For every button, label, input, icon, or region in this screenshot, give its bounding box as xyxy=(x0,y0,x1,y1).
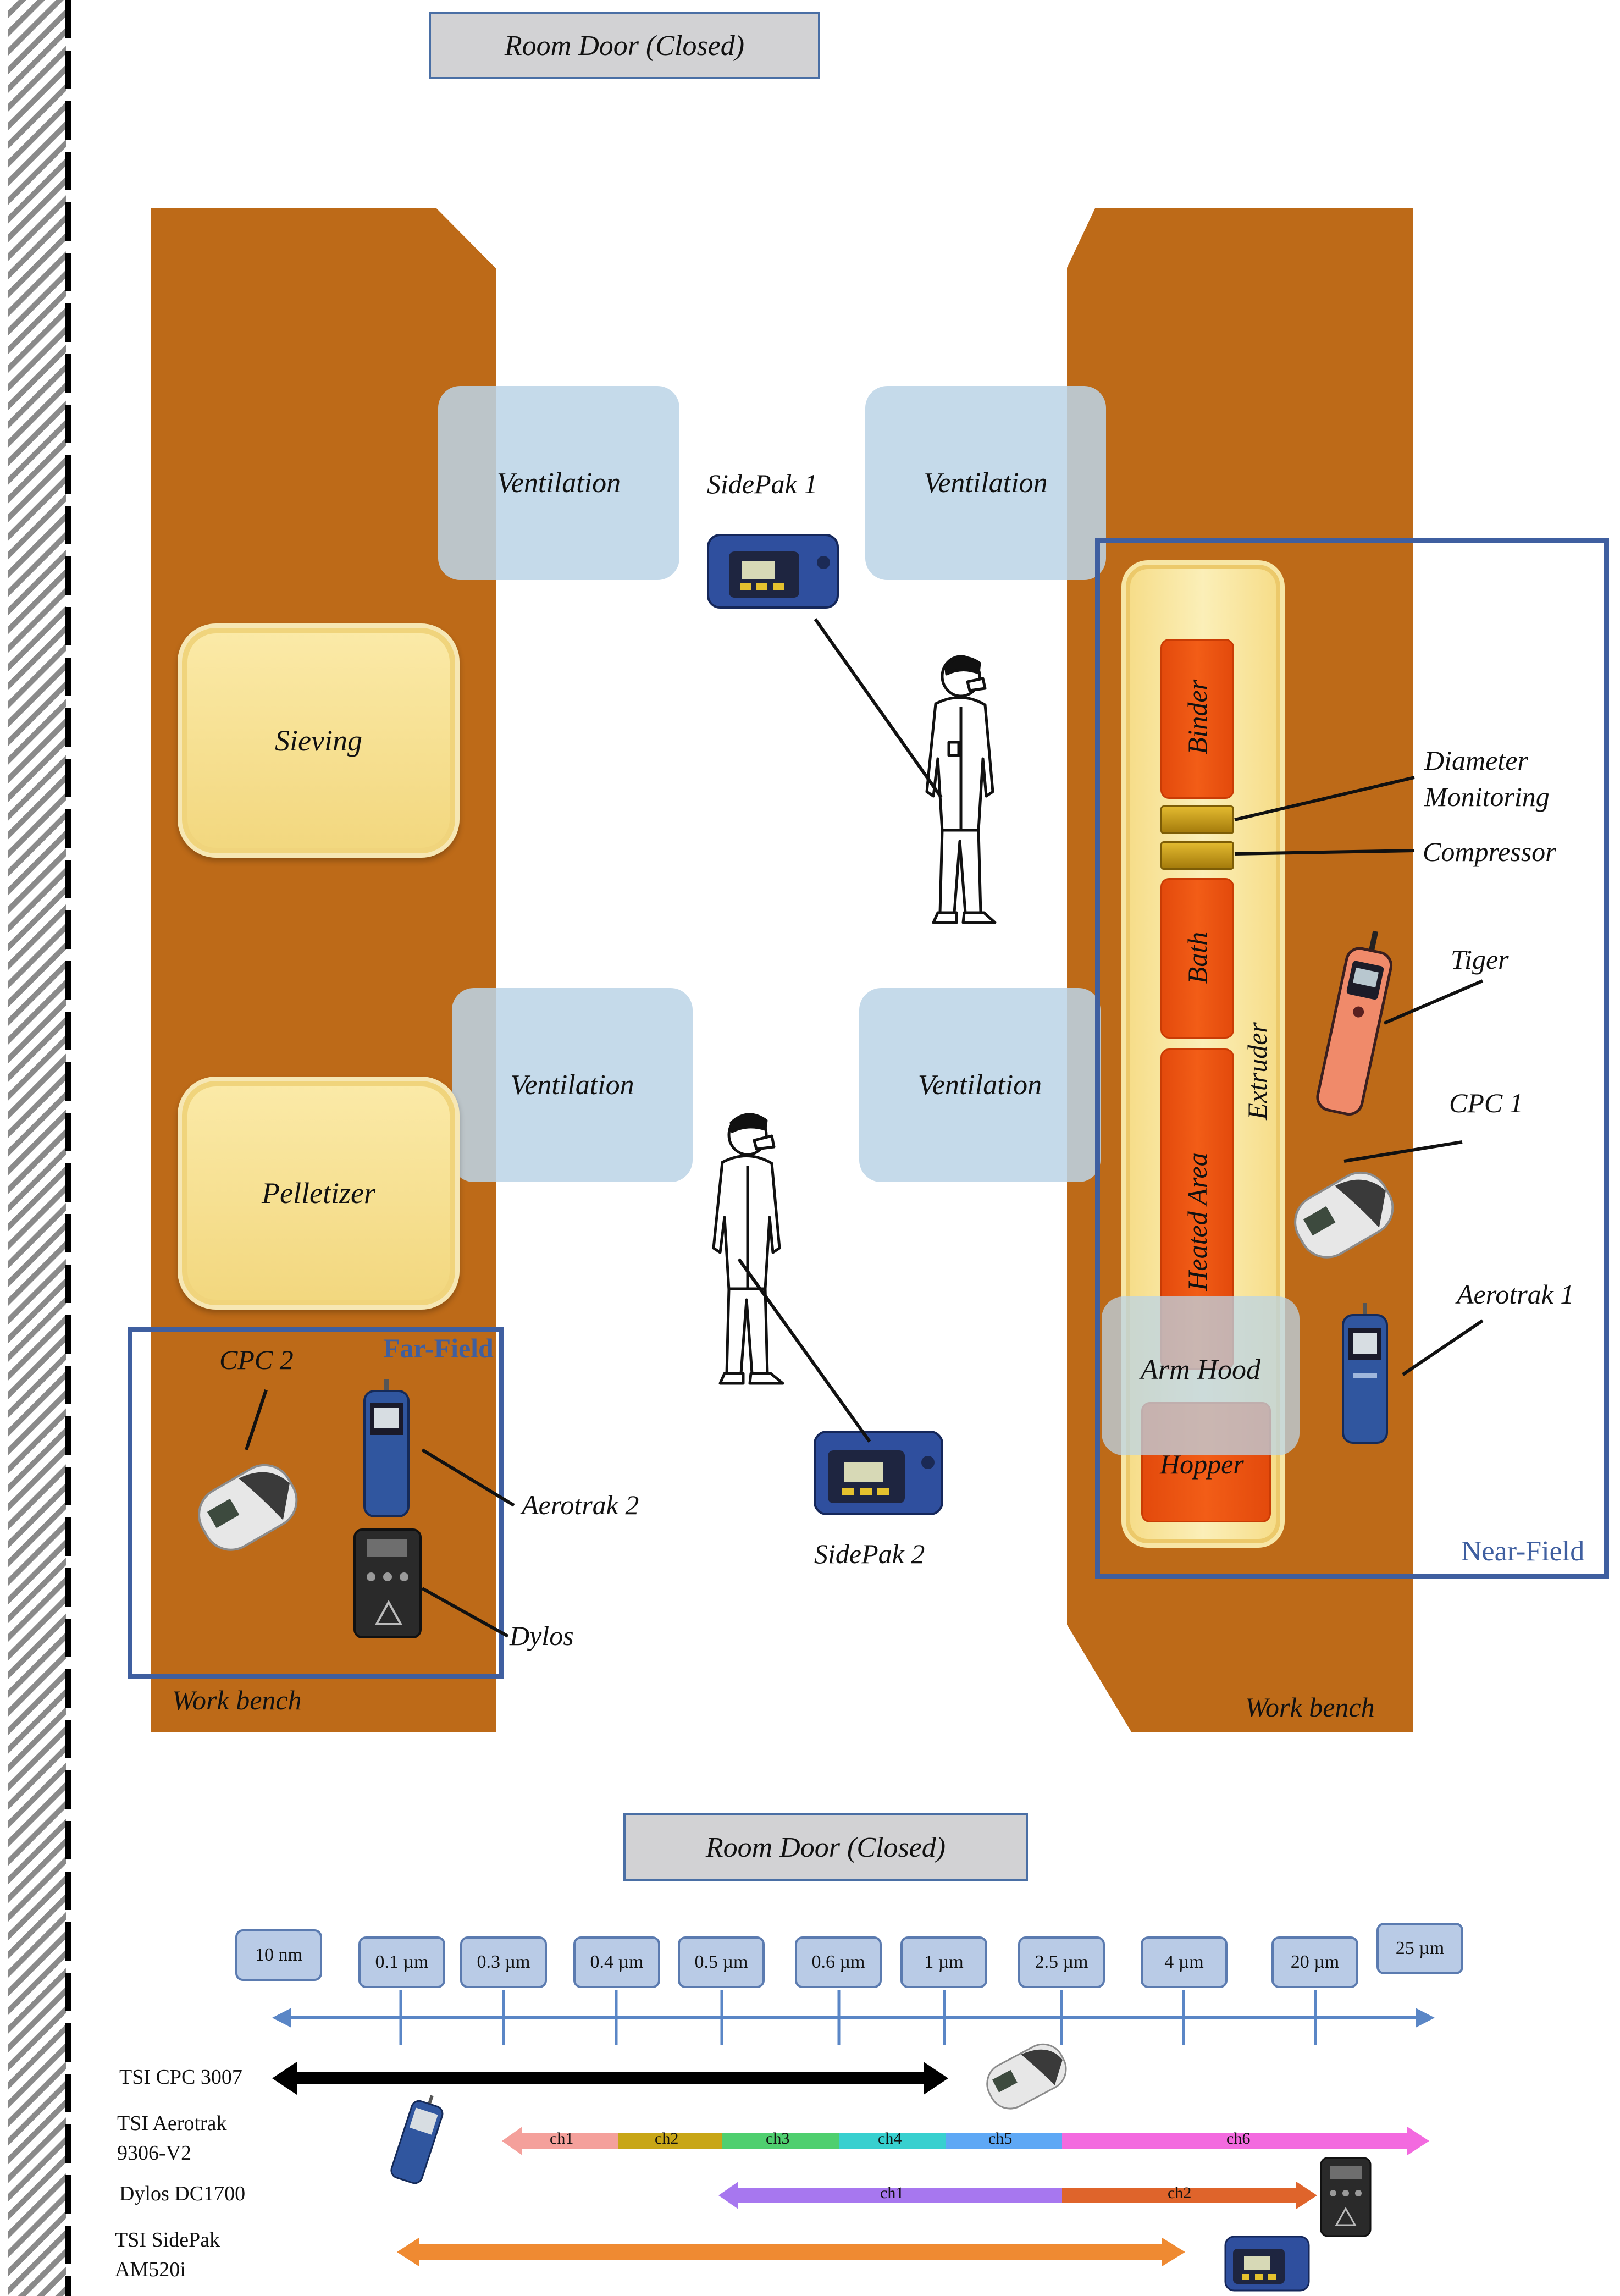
sidepak-thumb-icon xyxy=(1224,2236,1310,2292)
dylos-thumb-icon xyxy=(1320,2157,1372,2237)
left-work-bench-label: Work bench xyxy=(172,1685,302,1715)
tick-4um: 4 µm xyxy=(1141,1936,1228,1988)
sidepak-2-label: SidePak 2 xyxy=(814,1538,925,1569)
sieving-station: Sieving xyxy=(178,623,460,858)
tick-10nm: 10 nm xyxy=(235,1929,322,1981)
tick-0-6um: 0.6 µm xyxy=(795,1936,882,1988)
ventilation-top-right-label: Ventilation xyxy=(924,467,1048,499)
aerotrak-2-device-icon xyxy=(363,1379,410,1517)
aerotrak-ch2-label: ch2 xyxy=(655,2129,679,2148)
range-label-dylos: Dylos DC1700 xyxy=(119,2182,246,2205)
diameter-monitoring-label-line2: Monitoring xyxy=(1424,781,1550,812)
arm-hood-label: Arm Hood xyxy=(1140,1354,1261,1386)
sidepak-2-device-icon xyxy=(814,1431,943,1515)
cpc-thumb-icon xyxy=(986,2043,1067,2110)
ventilation-top-right: Ventilation xyxy=(865,386,1106,580)
diameter-monitor-block xyxy=(1160,805,1234,834)
near-field-zone xyxy=(1095,538,1609,1579)
tick-0-1um: 0.1 µm xyxy=(358,1936,445,1988)
aerotrak-1-label: Aerotrak 1 xyxy=(1457,1279,1574,1310)
ventilation-bottom-right: Ventilation xyxy=(859,988,1101,1182)
aerotrak-ch4-label: ch4 xyxy=(878,2129,902,2148)
arm-hood: Arm Hood xyxy=(1102,1296,1300,1455)
aerotrak-thumb-icon xyxy=(390,2095,444,2184)
ventilation-top-left: Ventilation xyxy=(438,386,679,580)
cpc-range-bar xyxy=(272,2062,948,2095)
far-field-zone xyxy=(128,1327,504,1679)
pelletizer-station: Pelletizer xyxy=(178,1077,460,1310)
aerotrak-ch6-label: ch6 xyxy=(1226,2129,1251,2148)
tick-1um: 1 µm xyxy=(900,1936,987,1988)
sidepak-range-bar xyxy=(397,2238,1185,2266)
pelletizer-label: Pelletizer xyxy=(262,1177,375,1210)
aerotrak-ch5-label: ch5 xyxy=(988,2129,1013,2148)
ventilation-bottom-left-label: Ventilation xyxy=(510,1069,634,1101)
aerotrak-ch1-label: ch1 xyxy=(550,2129,574,2148)
range-label-cpc: TSI CPC 3007 xyxy=(119,2066,242,2089)
tick-0-3um: 0.3 µm xyxy=(460,1936,547,1988)
top-room-door: Room Door (Closed) xyxy=(429,12,820,79)
worker-1-figure xyxy=(925,655,997,924)
far-field-label: Far-Field xyxy=(383,1333,494,1364)
worker-2-figure xyxy=(712,1113,784,1385)
hatched-wall xyxy=(8,0,71,2296)
range-label-sidepak-line2: AM520i xyxy=(115,2258,186,2281)
compressor-label: Compressor xyxy=(1423,836,1556,867)
aerotrak-2-label: Aerotrak 2 xyxy=(522,1489,639,1520)
bottom-room-door: Room Door (Closed) xyxy=(623,1813,1028,1881)
compressor-block xyxy=(1160,841,1234,870)
size-scale-axis xyxy=(272,1990,1435,2045)
cpc-2-device-icon xyxy=(198,1464,298,1551)
aerotrak-ch3-label: ch3 xyxy=(766,2129,790,2148)
sidepak-1-device-icon xyxy=(707,534,839,609)
ventilation-top-left-label: Ventilation xyxy=(496,467,621,499)
cpc-2-label: CPC 2 xyxy=(219,1344,294,1375)
tick-20um: 20 µm xyxy=(1271,1936,1358,1988)
sieving-label: Sieving xyxy=(275,724,362,757)
bath-segment xyxy=(1160,878,1234,1039)
dylos-range-bar xyxy=(718,2182,1317,2209)
aerotrak-1-device-icon xyxy=(1342,1303,1388,1444)
near-field-label: Near-Field xyxy=(1461,1536,1585,1567)
tick-0-4um: 0.4 µm xyxy=(573,1936,660,1988)
tiger-label: Tiger xyxy=(1451,944,1509,975)
range-bars xyxy=(272,2062,1429,2266)
ventilation-bottom-left: Ventilation xyxy=(452,988,693,1182)
dylos-ch1-label: ch1 xyxy=(880,2184,904,2202)
right-work-bench-label: Work bench xyxy=(1245,1692,1375,1723)
sidepak-1-label: SidePak 1 xyxy=(707,468,818,499)
dylos-ch2-label: ch2 xyxy=(1168,2184,1192,2202)
tick-2-5um: 2.5 µm xyxy=(1018,1936,1105,1988)
cpc-1-device-icon xyxy=(1294,1171,1394,1259)
bottom-room-door-label: Room Door (Closed) xyxy=(705,1831,946,1863)
aerotrak-range-bar xyxy=(502,2127,1429,2155)
dylos-device-icon xyxy=(353,1528,422,1638)
dylos-label: Dylos xyxy=(510,1620,574,1651)
tick-0-5um: 0.5 µm xyxy=(678,1936,765,1988)
cpc-1-label: CPC 1 xyxy=(1449,1088,1523,1118)
range-label-sidepak-line1: TSI SidePak xyxy=(115,2228,220,2251)
ventilation-bottom-right-label: Ventilation xyxy=(917,1069,1042,1101)
diameter-monitoring-label-line1: Diameter xyxy=(1424,745,1528,776)
top-room-door-label: Room Door (Closed) xyxy=(504,30,745,62)
range-label-aerotrak-line2: 9306-V2 xyxy=(117,2142,192,2165)
tiger-device-icon xyxy=(1316,930,1393,1116)
connector-lines xyxy=(245,618,1484,1638)
tick-25um: 25 µm xyxy=(1376,1923,1463,1974)
binder-segment xyxy=(1160,639,1234,799)
range-label-aerotrak-line1: TSI Aerotrak xyxy=(117,2112,227,2135)
